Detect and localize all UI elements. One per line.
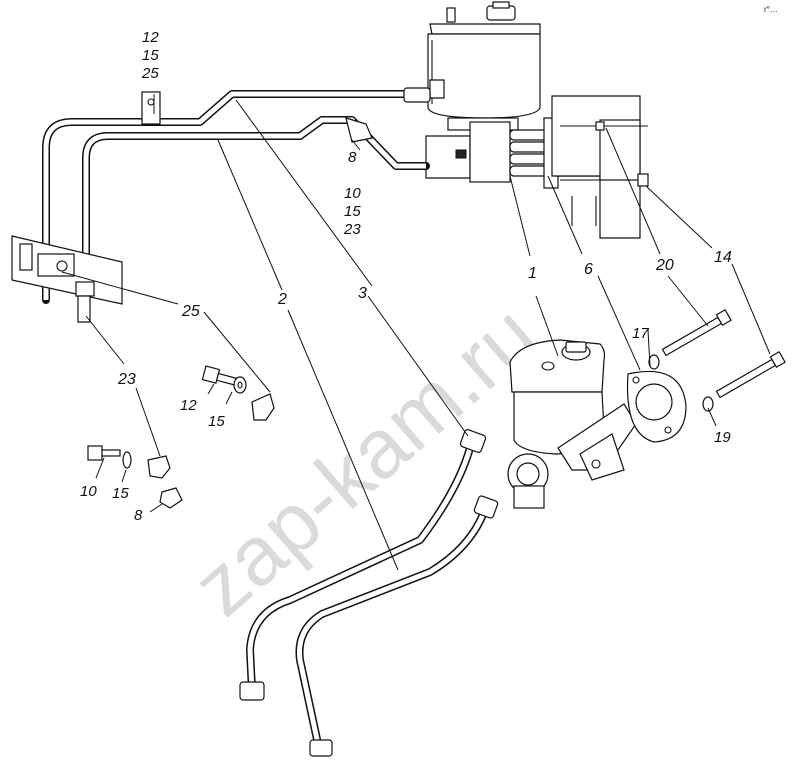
- label-8-mid: 8: [348, 149, 357, 166]
- label-14: 14: [714, 249, 732, 266]
- long-bolts: [648, 308, 786, 412]
- label-23-mid: 23: [343, 221, 361, 238]
- label-12-top: 12: [142, 29, 159, 46]
- pump-mounted: [425, 95, 649, 239]
- label-23: 23: [117, 371, 136, 388]
- lower-pipes: [239, 429, 499, 757]
- label-25-top: 25: [141, 65, 159, 82]
- label-6: 6: [584, 261, 593, 278]
- label-25: 25: [181, 303, 200, 320]
- label-19: 19: [714, 429, 731, 446]
- label-17: 17: [632, 325, 649, 342]
- left-bracket: [11, 235, 123, 323]
- reservoir-assembly: [427, 1, 541, 119]
- watermark: zap-kam.ru: [175, 287, 554, 634]
- corner-mark: r°…: [764, 5, 778, 14]
- label-10: 10: [80, 483, 97, 500]
- pump-unit: [507, 339, 637, 509]
- label-2: 2: [277, 291, 287, 308]
- upper-pipes: [42, 87, 431, 304]
- label-10-mid: 10: [344, 185, 361, 202]
- label-8: 8: [134, 507, 143, 524]
- leader-lines: [61, 94, 771, 571]
- label-12: 12: [180, 397, 197, 414]
- label-15-mid: 15: [344, 203, 361, 220]
- label-15-b: 15: [112, 485, 129, 502]
- label-3: 3: [358, 285, 367, 302]
- callout-labels: 12 15 25 8 10 15 23 1 2 3 6 20 14 25 23 …: [80, 29, 732, 524]
- label-15-a: 15: [208, 413, 225, 430]
- label-20: 20: [655, 257, 674, 274]
- label-15-top: 15: [142, 47, 159, 64]
- gasket: [626, 370, 687, 443]
- label-1: 1: [528, 265, 537, 282]
- loose-hardware: [87, 365, 275, 509]
